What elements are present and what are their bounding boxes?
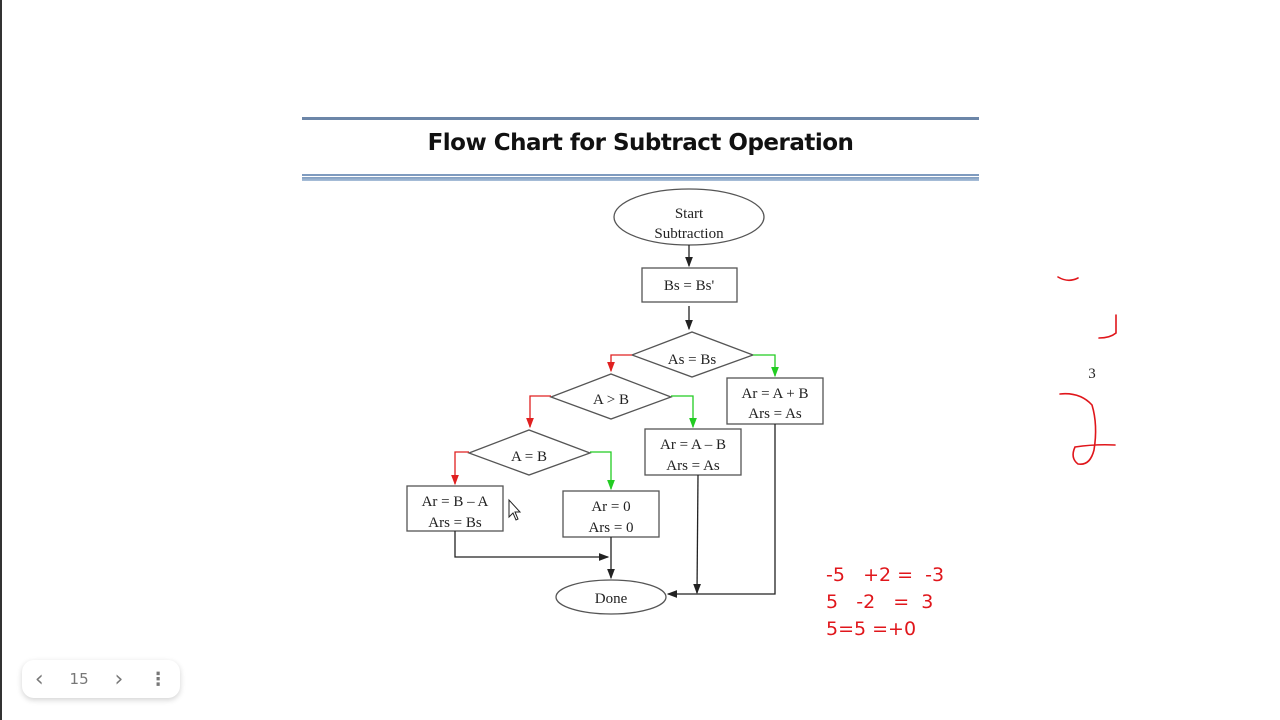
a-minus-b-label-2: Ars = As — [666, 458, 720, 474]
b-minus-a-label-2: Ars = Bs — [428, 515, 482, 531]
decision-equal-label: A = B — [511, 449, 547, 465]
arrow-sign-yes — [753, 354, 779, 378]
previous-page-button[interactable]: ‹ — [34, 666, 44, 692]
done-label: Done — [595, 591, 628, 607]
page-number: 15 — [69, 670, 89, 688]
annotation-line: 5=5 =+0 — [826, 618, 917, 640]
arrow-equal-no — [451, 451, 469, 486]
b-minus-a-label-1: Ar = B – A — [422, 494, 489, 510]
done-node — [555, 579, 667, 615]
window-edge — [0, 0, 2, 720]
add-label-1: Ar = A + B — [742, 386, 809, 402]
arrow-aminusb-done — [693, 474, 701, 595]
start-label-1: Start — [675, 206, 704, 222]
zero-label-2: Ars = 0 — [588, 520, 633, 536]
arrow-greater-yes — [671, 395, 697, 429]
start-label-2: Subtraction — [654, 226, 724, 242]
more-options-icon[interactable]: ⋮ — [149, 668, 168, 690]
arrow-sign-no — [607, 354, 632, 373]
annotation-line: 5 -2 = 3 — [826, 591, 934, 613]
slide-title: Flow Chart for Subtract Operation — [427, 130, 854, 156]
arrow-greater-no — [526, 395, 551, 429]
red-annotations: -5 +2 = -3 5 -2 = 3 5=5 =+0 — [826, 562, 944, 643]
add-label-2: Ars = As — [748, 406, 802, 422]
mouse-cursor-icon — [508, 498, 522, 521]
arrow-add-done — [666, 424, 776, 598]
handwritten-digit: 3 — [1088, 366, 1096, 382]
slide-pager: ‹ 15 › ⋮ — [22, 660, 180, 698]
annotation-line: -5 +2 = -3 — [826, 564, 945, 586]
arrow-bminusa-done — [454, 531, 610, 561]
zero-box — [562, 490, 660, 538]
decision-greater-label: A > B — [593, 392, 629, 408]
complement-label: Bs = Bs' — [664, 278, 715, 294]
decision-equal — [467, 429, 592, 476]
a-minus-b-box — [644, 428, 742, 476]
next-page-button[interactable]: › — [114, 666, 124, 692]
title-rule-bottom — [302, 174, 979, 181]
zero-label-1: Ar = 0 — [591, 499, 630, 515]
complement-box — [641, 267, 738, 303]
handwritten-marks: 3 — [1057, 276, 1117, 466]
decision-sign-label: As = Bs — [668, 352, 717, 368]
decision-greater — [549, 373, 673, 420]
a-minus-b-label-1: Ar = A – B — [660, 437, 726, 453]
arrow-equal-yes — [590, 451, 615, 491]
title-rule-top — [302, 117, 979, 120]
